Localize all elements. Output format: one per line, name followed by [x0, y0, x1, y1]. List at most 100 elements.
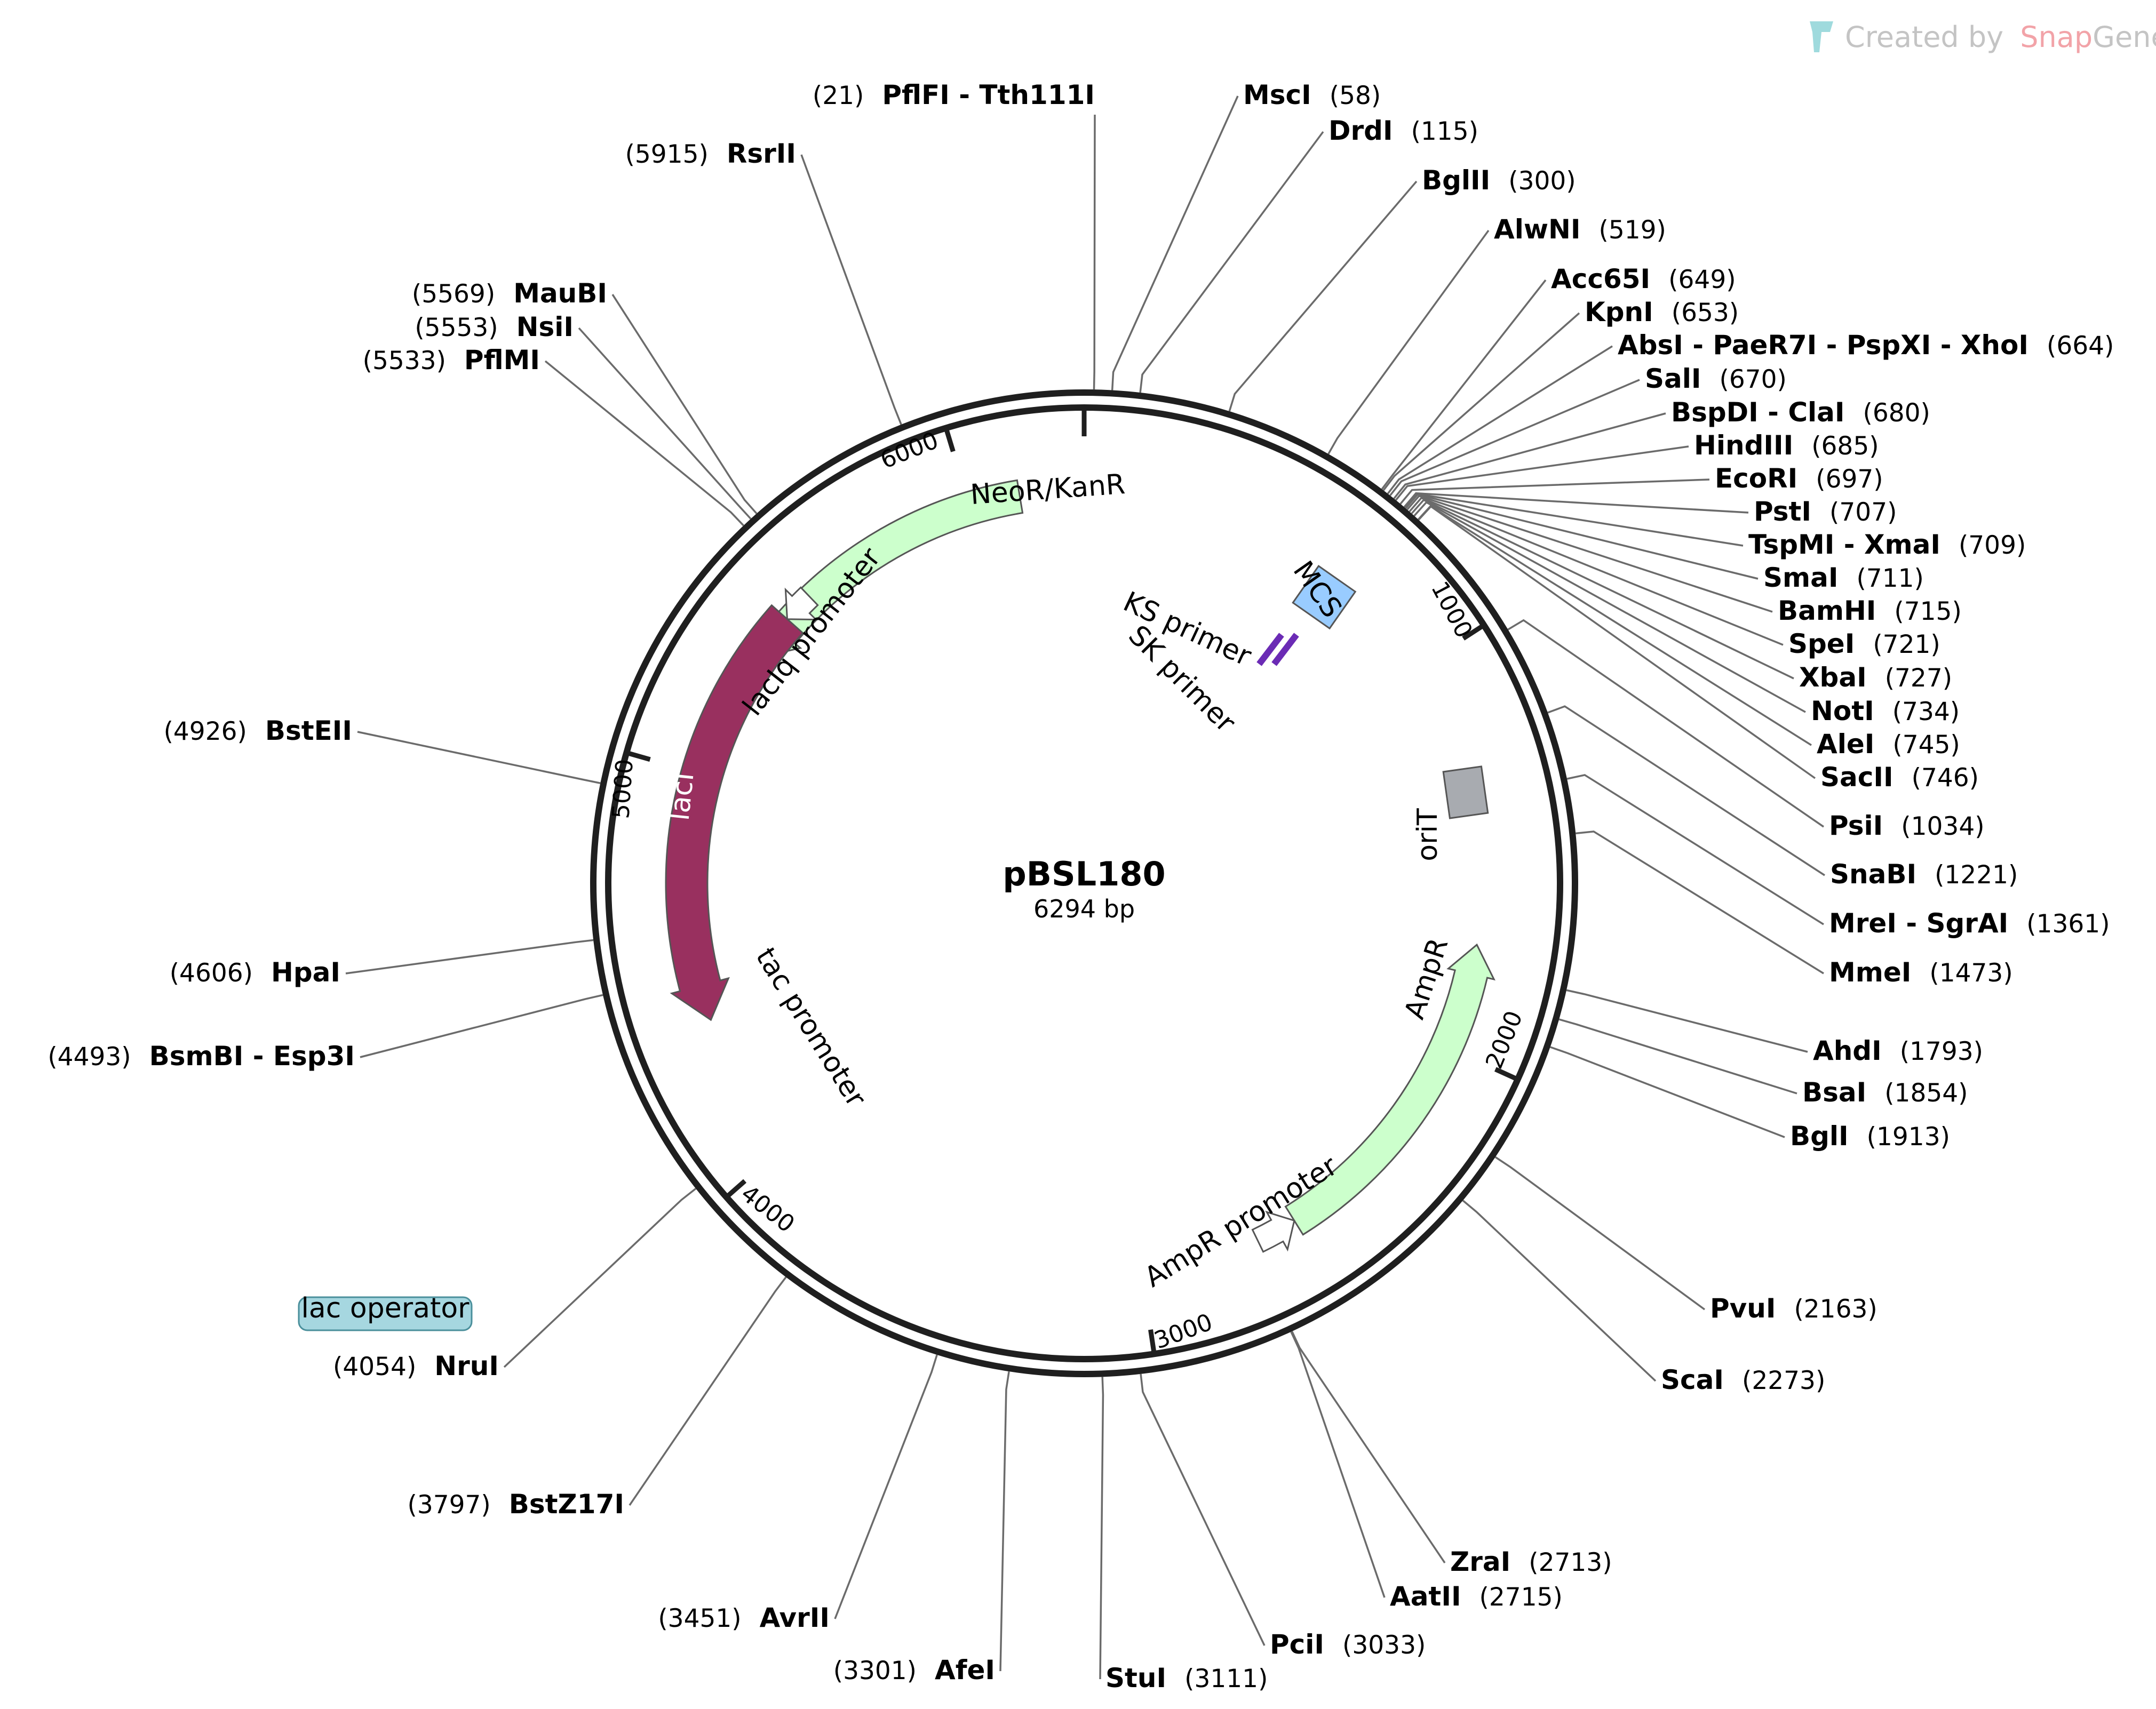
snapgene-logo-icon: [1810, 21, 1833, 52]
plasmid-name: pBSL180: [1003, 854, 1165, 893]
svg-text:BamHI(715): BamHI(715): [1778, 595, 1962, 626]
site-spei-name: SpeI: [1788, 628, 1855, 659]
site-msci: MscI(58): [1243, 79, 1381, 110]
site-kpni-leader: [1382, 312, 1580, 491]
site-sacii-name: SacII: [1820, 762, 1894, 793]
svg-text:(21)PflFI - Tth111I: (21) PflFI - Tth111I: [813, 79, 1095, 110]
site-pflmi: (5533)PflMI: [363, 345, 540, 376]
site-drdi-name: DrdI: [1328, 115, 1393, 146]
svg-text:(4493)BsmBI - Esp3I: (4493)BsmBI - Esp3I: [47, 1041, 355, 1072]
site-maubi: (5569)MauBI: [412, 278, 607, 309]
site-bsai-leader: [1558, 1018, 1797, 1095]
site-nsii-leader: [578, 327, 752, 520]
site-aatii-name: AatII: [1390, 1581, 1461, 1612]
svg-text:(3301)AfeI: (3301)AfeI: [833, 1655, 995, 1686]
svg-text:(4926)BstEII: (4926)BstEII: [164, 715, 352, 746]
svg-text:SpeI(721): SpeI(721): [1788, 628, 1940, 659]
site-tspmi-xmai: TspMI - XmaI(709): [1748, 529, 2026, 560]
site-stui-leader: [1099, 1377, 1104, 1680]
svg-text:HindIII(685): HindIII(685): [1694, 430, 1879, 461]
site-kpni: KpnI(653): [1585, 297, 1739, 328]
svg-text:AhdI(1793): AhdI(1793): [1813, 1035, 1983, 1066]
site-msci-leader: [1111, 95, 1239, 390]
svg-text:KpnI(653): KpnI(653): [1585, 297, 1739, 328]
site-pflmi-name: PflMI: [464, 345, 540, 376]
site-hindiii: HindIII(685): [1694, 430, 1879, 461]
site-snabi-position: (1221): [1935, 860, 2018, 890]
site-pcii-position: (3033): [1342, 1631, 1426, 1660]
site-scai: ScaI(2273): [1661, 1364, 1825, 1395]
site-smai-leader: [1405, 493, 1759, 580]
svg-text:BsaI(1854): BsaI(1854): [1802, 1077, 1968, 1108]
site-msci-position: (58): [1330, 81, 1381, 110]
feature-lac-operator: lac operator: [298, 1292, 473, 1331]
site-spei: SpeI(721): [1788, 628, 1940, 659]
site-smai-position: (711): [1856, 564, 1923, 593]
site-pvui-name: PvuI: [1710, 1293, 1776, 1324]
svg-text:SacII(746): SacII (746): [1820, 762, 1979, 793]
site-ecori-leader: [1399, 478, 1710, 505]
restriction-sites: (21) PflFI - Tth111I MscI(58) DrdI(115) BglI…: [47, 79, 2114, 1694]
site-noti: NotI(734): [1811, 696, 1960, 726]
site-rsrii-leader: [800, 154, 902, 425]
site-hpai: (4606)HpaI: [170, 957, 340, 988]
neor-kanr-label: NeoR/KanR: [969, 468, 1126, 511]
map-center: pBSL180 6294 bp: [1003, 854, 1165, 923]
svg-text:SmaI(711): SmaI(711): [1763, 562, 1924, 593]
site-bglii-position: (300): [1508, 166, 1576, 196]
site-stui-name: StuI: [1105, 1663, 1166, 1694]
site-bgli: BglI(1913): [1790, 1121, 1950, 1152]
feature-orit: oriT: [1412, 765, 1489, 861]
site-snabi-name: SnaBI: [1830, 859, 1916, 890]
site-bsmbi-esp3i-position: (4493): [47, 1042, 131, 1072]
site-mmei-name: MmeI: [1829, 957, 1911, 988]
site-bstz17i-position: (3797): [407, 1490, 490, 1520]
plasmid-length: 6294 bp: [1033, 895, 1135, 923]
site-rsrii-position: (5915): [625, 140, 709, 169]
svg-text:ScaI(2273): ScaI(2273): [1661, 1364, 1825, 1395]
site-hindiii-position: (685): [1811, 432, 1879, 461]
svg-text:Created by SnapGene: Created by SnapGene: [1845, 20, 2156, 54]
site-leaders: [345, 95, 1825, 1680]
site-psti: PstI(707): [1754, 496, 1897, 527]
site-maubi-leader: [611, 294, 758, 514]
site-sali: SalI(670): [1645, 363, 1787, 394]
svg-text:MscI(58): MscI(58): [1243, 79, 1381, 110]
ruler-tick: [1148, 1329, 1157, 1354]
site-drdi: DrdI(115): [1328, 115, 1478, 146]
site-pflfi-tth111i-name: PflFI - Tth111I: [882, 79, 1095, 110]
site-bgli-name: BglI: [1790, 1121, 1849, 1152]
site-pcii-leader: [1140, 1373, 1266, 1646]
site-noti-name: NotI: [1811, 696, 1874, 726]
site-xbai-leader: [1411, 499, 1794, 680]
site-aatii-position: (2715): [1479, 1583, 1563, 1612]
orit-box: [1442, 765, 1489, 819]
site-aatii: AatII (2715): [1390, 1581, 1563, 1612]
site-pvui: PvuI(2163): [1710, 1293, 1877, 1324]
site-ahdi-position: (1793): [1900, 1037, 1983, 1066]
site-bamhi-name: BamHI: [1778, 595, 1876, 626]
svg-text:EcoRI(697): EcoRI(697): [1715, 463, 1883, 494]
backbone-inner-strand: [605, 404, 1563, 1362]
site-sacii-position: (746): [1912, 763, 1979, 793]
ruler-label: 2000: [1481, 1007, 1528, 1073]
site-psii-leader: [1507, 619, 1824, 828]
site-nrui-position: (4054): [333, 1352, 416, 1381]
site-pflfi-tth111i-position: (21): [813, 81, 864, 110]
site-ahdi: AhdI(1793): [1813, 1035, 1983, 1066]
site-mrei-sgrai-position: (1361): [2026, 909, 2110, 939]
site-pflmi-leader: [544, 360, 744, 526]
site-pcii: PciI(3033): [1270, 1629, 1426, 1660]
svg-text:AlwNI(519): AlwNI(519): [1494, 214, 1666, 245]
feature-mcs: MCS: [1287, 555, 1357, 630]
svg-text:BspDI - ClaI(680): BspDI - ClaI(680): [1671, 397, 1930, 428]
site-absi-paer7i-pspxi-xhoi-position: (664): [2047, 331, 2114, 361]
site-mmei-leader: [1576, 830, 1824, 975]
site-pflfi-tth111i: (21) PflFI - Tth111I: [813, 79, 1095, 110]
svg-text:ZraI(2713): ZraI(2713): [1450, 1546, 1612, 1577]
svg-text:XbaI(727): XbaI(727): [1799, 662, 1952, 693]
ruler-tick: [943, 427, 956, 452]
svg-text:(5569)MauBI: (5569)MauBI: [412, 278, 607, 309]
site-bstz17i: (3797)BstZ17I: [407, 1489, 624, 1520]
site-zrai-name: ZraI: [1450, 1546, 1510, 1577]
